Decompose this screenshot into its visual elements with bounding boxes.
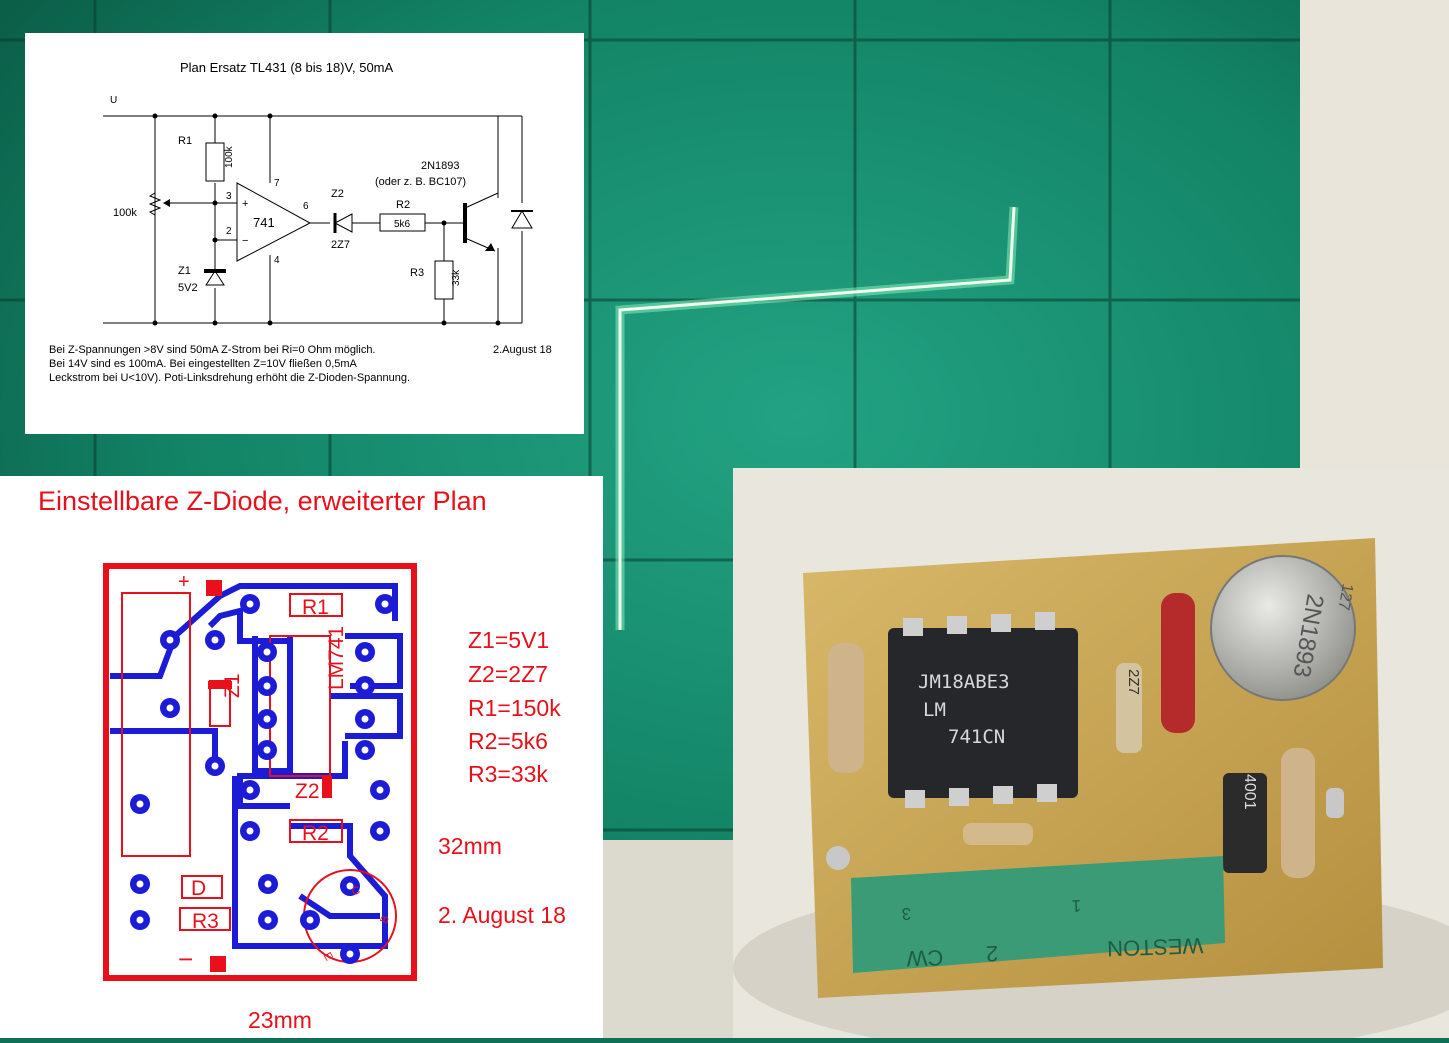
z1-value: 5V2 [178, 282, 198, 294]
pcb-value-r2: R2=5k6 [468, 728, 548, 754]
photo-wire-stub-right [1326, 788, 1344, 818]
photo-ic [888, 628, 1078, 798]
pcb-label-z2: Z2 [295, 780, 320, 803]
pcb-title: Einstellbare Z-Diode, erweiterter Plan [38, 486, 487, 516]
photo-resistor-r3 [1281, 748, 1315, 878]
pcb-pads [130, 594, 395, 964]
note-line-1: Bei Z-Spannungen >8V sind 50mA Z-Strom b… [49, 344, 376, 356]
protection-diode [511, 210, 533, 229]
photo-resistor-r2 [963, 823, 1033, 845]
zener-z2 [333, 213, 353, 233]
photo-ic-line2: LM [923, 699, 946, 721]
photo-diode-z2-label: 2Z7 [1125, 669, 1142, 695]
resistor-r3 [434, 260, 454, 300]
schematic-panel: Plan Ersatz TL431 (8 bis 18)V, 50mA U [25, 33, 584, 434]
pcb-width-dim: 23mm [248, 1007, 312, 1033]
potentiometer [148, 192, 162, 216]
pad-plus [206, 580, 222, 596]
photo-trimmer-brand: WESTON [1107, 933, 1204, 961]
r3-label: R3 [410, 267, 424, 279]
scope-bezel-bottom [600, 840, 740, 1038]
r1-label: R1 [178, 135, 192, 147]
scope-trace [618, 206, 1016, 630]
pot-wiper-arrow [163, 199, 170, 207]
pcb-layout: Einstellbare Z-Diode, erweiterter Plan [38, 486, 566, 1033]
r2-label: R2 [396, 199, 410, 211]
pcb-date: 2. August 18 [438, 902, 566, 928]
pcb-label-plus: + [178, 571, 190, 593]
transistor-label: 2N1893 [421, 160, 460, 172]
opamp-741 [236, 182, 312, 262]
resistor-r2 [379, 213, 426, 232]
photo-diode-d [1223, 773, 1267, 873]
pad-minus [210, 956, 226, 972]
pcb-label-ic: LM741 [325, 626, 348, 690]
note-line-2: Bei 14V sind es 100mA. Bei eingestellten… [49, 358, 358, 370]
scope-bezel-right [1300, 0, 1449, 470]
photo-resistor-red [1161, 593, 1195, 733]
photo-ic-line3: 741CN [948, 726, 1005, 748]
label-u: U [110, 95, 117, 106]
resistor-r1 [205, 142, 225, 182]
pcb-height-dim: 32mm [438, 833, 502, 859]
photo-trimmer-pin1: 1 [1071, 896, 1081, 915]
pcb-label-c: C [350, 884, 362, 898]
photo-trimmer-pin3: 3 [901, 904, 911, 923]
pcb-layout-panel: Einstellbare Z-Diode, erweiterter Plan [0, 476, 603, 1038]
pcb-photo: JM18ABE3 LM 741CN 2N1893 127 2Z7 4001 WE… [733, 468, 1449, 1043]
photo-wire-stub-left [826, 846, 850, 870]
pcb-value-z1: Z1=5V1 [468, 627, 549, 653]
pin-6: 6 [303, 201, 309, 212]
pcb-label-minus: − [178, 944, 193, 974]
schematic-diagram: Plan Ersatz TL431 (8 bis 18)V, 50mA U [49, 60, 552, 384]
photo-trimmer-pin2: 2 [986, 941, 999, 966]
schematic-date: 2.August 18 [493, 344, 552, 356]
photo-diode-z2 [1116, 663, 1142, 753]
photo-trimmer [851, 856, 1225, 973]
pin-2: 2 [226, 226, 232, 237]
r2-value: 5k6 [394, 219, 411, 230]
photo-ic-line1: JM18ABE3 [918, 671, 1010, 693]
photo-panel: JM18ABE3 LM 741CN 2N1893 127 2Z7 4001 WE… [733, 468, 1449, 1043]
photo-transistor-line2: 127 [1334, 582, 1355, 611]
transistor-alt: (oder z. B. BC107) [375, 176, 466, 188]
r3-value: 33k [451, 269, 462, 286]
pin-3: 3 [226, 191, 232, 202]
pcb-label-d: D [191, 877, 206, 900]
opamp-minus: − [242, 235, 248, 247]
photo-trimmer-cw: CW [906, 945, 944, 971]
photo-resistor-r1 [828, 643, 864, 773]
photo-transistor [1210, 555, 1356, 701]
pin-4: 4 [274, 255, 280, 266]
pcb-label-r2: R2 [302, 822, 329, 845]
z2-label: Z2 [331, 188, 344, 200]
opamp-plus: + [242, 198, 248, 210]
schematic-title: Plan Ersatz TL431 (8 bis 18)V, 50mA [180, 60, 394, 75]
photo-diode-d-label: 4001 [1241, 774, 1258, 810]
pcb-label-z1: Z1 [221, 673, 244, 698]
pcb-value-r1: R1=150k [468, 695, 561, 721]
pot-value: 100k [113, 207, 137, 219]
note-line-3: Leckstrom bei U<10V). Poti-Linksdrehung … [49, 372, 410, 384]
pcb-label-b: B [378, 914, 392, 925]
zener-z1 [205, 270, 225, 286]
pcb-label-r3: R3 [192, 910, 219, 933]
pcb-value-r3: R3=33k [468, 761, 548, 787]
r1-value: 100k [224, 145, 235, 168]
z2-value: 2Z7 [331, 239, 350, 251]
pcb-label-r1: R1 [302, 596, 329, 619]
pcb-value-z2: Z2=2Z7 [468, 661, 548, 687]
pin-7: 7 [274, 178, 280, 189]
opamp-label: 741 [253, 215, 275, 230]
pcb-outline [103, 563, 417, 981]
z1-label: Z1 [178, 265, 191, 277]
